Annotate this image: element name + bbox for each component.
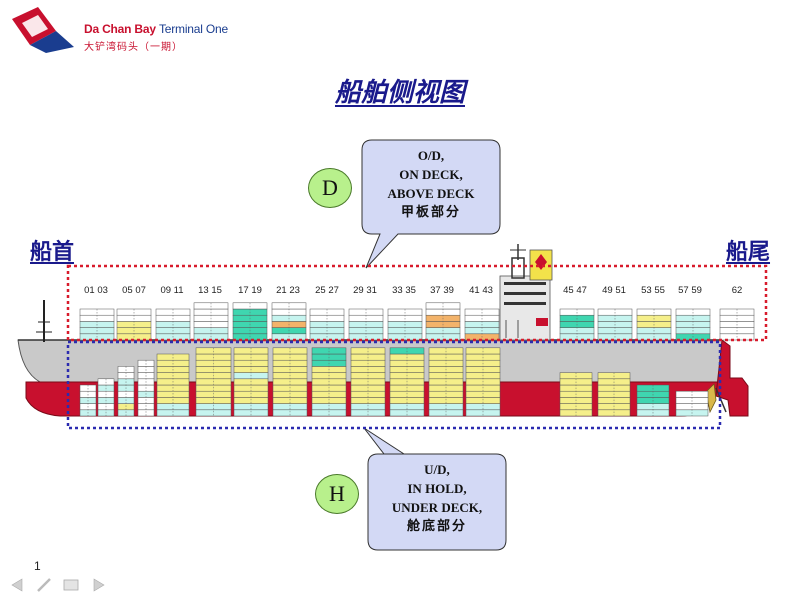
on-deck-outline	[66, 264, 768, 342]
bay-label: 29 31	[353, 285, 377, 296]
logo-name-light: Terminal One	[158, 22, 228, 36]
bay-label: 37 39	[430, 285, 454, 296]
propeller-icon	[705, 383, 717, 414]
bay-label: 53 55	[641, 285, 665, 296]
deck-callout-line: ABOVE DECK	[387, 186, 475, 201]
bridge-superstructure	[499, 244, 553, 341]
bay-label: 17 19	[238, 285, 262, 296]
bay-label: 57 59	[678, 285, 702, 296]
bay-label: 09 11	[160, 285, 183, 296]
hold-containers	[79, 347, 709, 417]
logo-name: Da Chan Bay Terminal One	[84, 22, 228, 36]
bay-label: 49 51	[602, 285, 626, 296]
hold-callout-line: U/D,	[424, 462, 450, 477]
in-hold-outline	[66, 340, 722, 430]
logo-name-bold: Da Chan Bay	[84, 22, 156, 36]
hold-callout: U/D, IN HOLD, UNDER DECK, 舱底部分	[368, 460, 506, 536]
hold-callout-line: UNDER DECK,	[391, 500, 483, 515]
slide-menu-icon[interactable]	[63, 579, 79, 591]
bay-label: 41 43	[469, 285, 493, 296]
bay-labels: 01 03 05 07 09 11 13 15 17 19 21 23 25 27 29 31…	[84, 285, 742, 296]
deck-callout-line-cn: 甲板部分	[400, 205, 461, 220]
page-number: 1	[34, 559, 41, 573]
hold-callout-bubble	[363, 427, 507, 551]
page-title: 船舶侧视图	[334, 78, 465, 108]
stern-section	[705, 339, 749, 417]
deck-badge: D	[308, 168, 352, 208]
stern-label: 船尾	[726, 240, 771, 265]
bay-label: 33 35	[392, 285, 416, 296]
logo-name-cn: 大铲湾码头（一期）	[84, 42, 183, 53]
slide-navigation	[11, 578, 105, 592]
previous-slide-icon[interactable]	[11, 578, 23, 592]
deck-callout: O/D, ON DECK, ABOVE DECK 甲板部分	[362, 146, 500, 222]
bow-label: 船首	[30, 240, 75, 265]
logo-white-shape	[22, 15, 48, 37]
hold-badge: H	[315, 474, 359, 514]
hold-callout-line: IN HOLD,	[407, 481, 467, 496]
company-logo	[12, 7, 74, 53]
deck-callout-line: ON DECK,	[399, 167, 463, 182]
bay-label: 05 07	[122, 285, 146, 296]
bay-label: 25 27	[315, 285, 339, 296]
hold-callout-line-cn: 舱底部分	[406, 519, 467, 534]
bay-label: 62	[732, 285, 743, 296]
bay-label: 45 47	[563, 285, 587, 296]
logo-blue-shape	[30, 31, 74, 53]
bow-mast	[36, 300, 52, 342]
bay-label: 21 23	[276, 285, 300, 296]
pen-icon[interactable]	[37, 578, 51, 592]
next-slide-icon[interactable]	[93, 578, 105, 592]
bay-label: 01 03	[84, 285, 108, 296]
deck-callout-line: O/D,	[417, 148, 445, 163]
deck-containers	[79, 302, 755, 341]
bay-label: 13 15	[198, 285, 222, 296]
deck-callout-bubble	[361, 139, 501, 269]
